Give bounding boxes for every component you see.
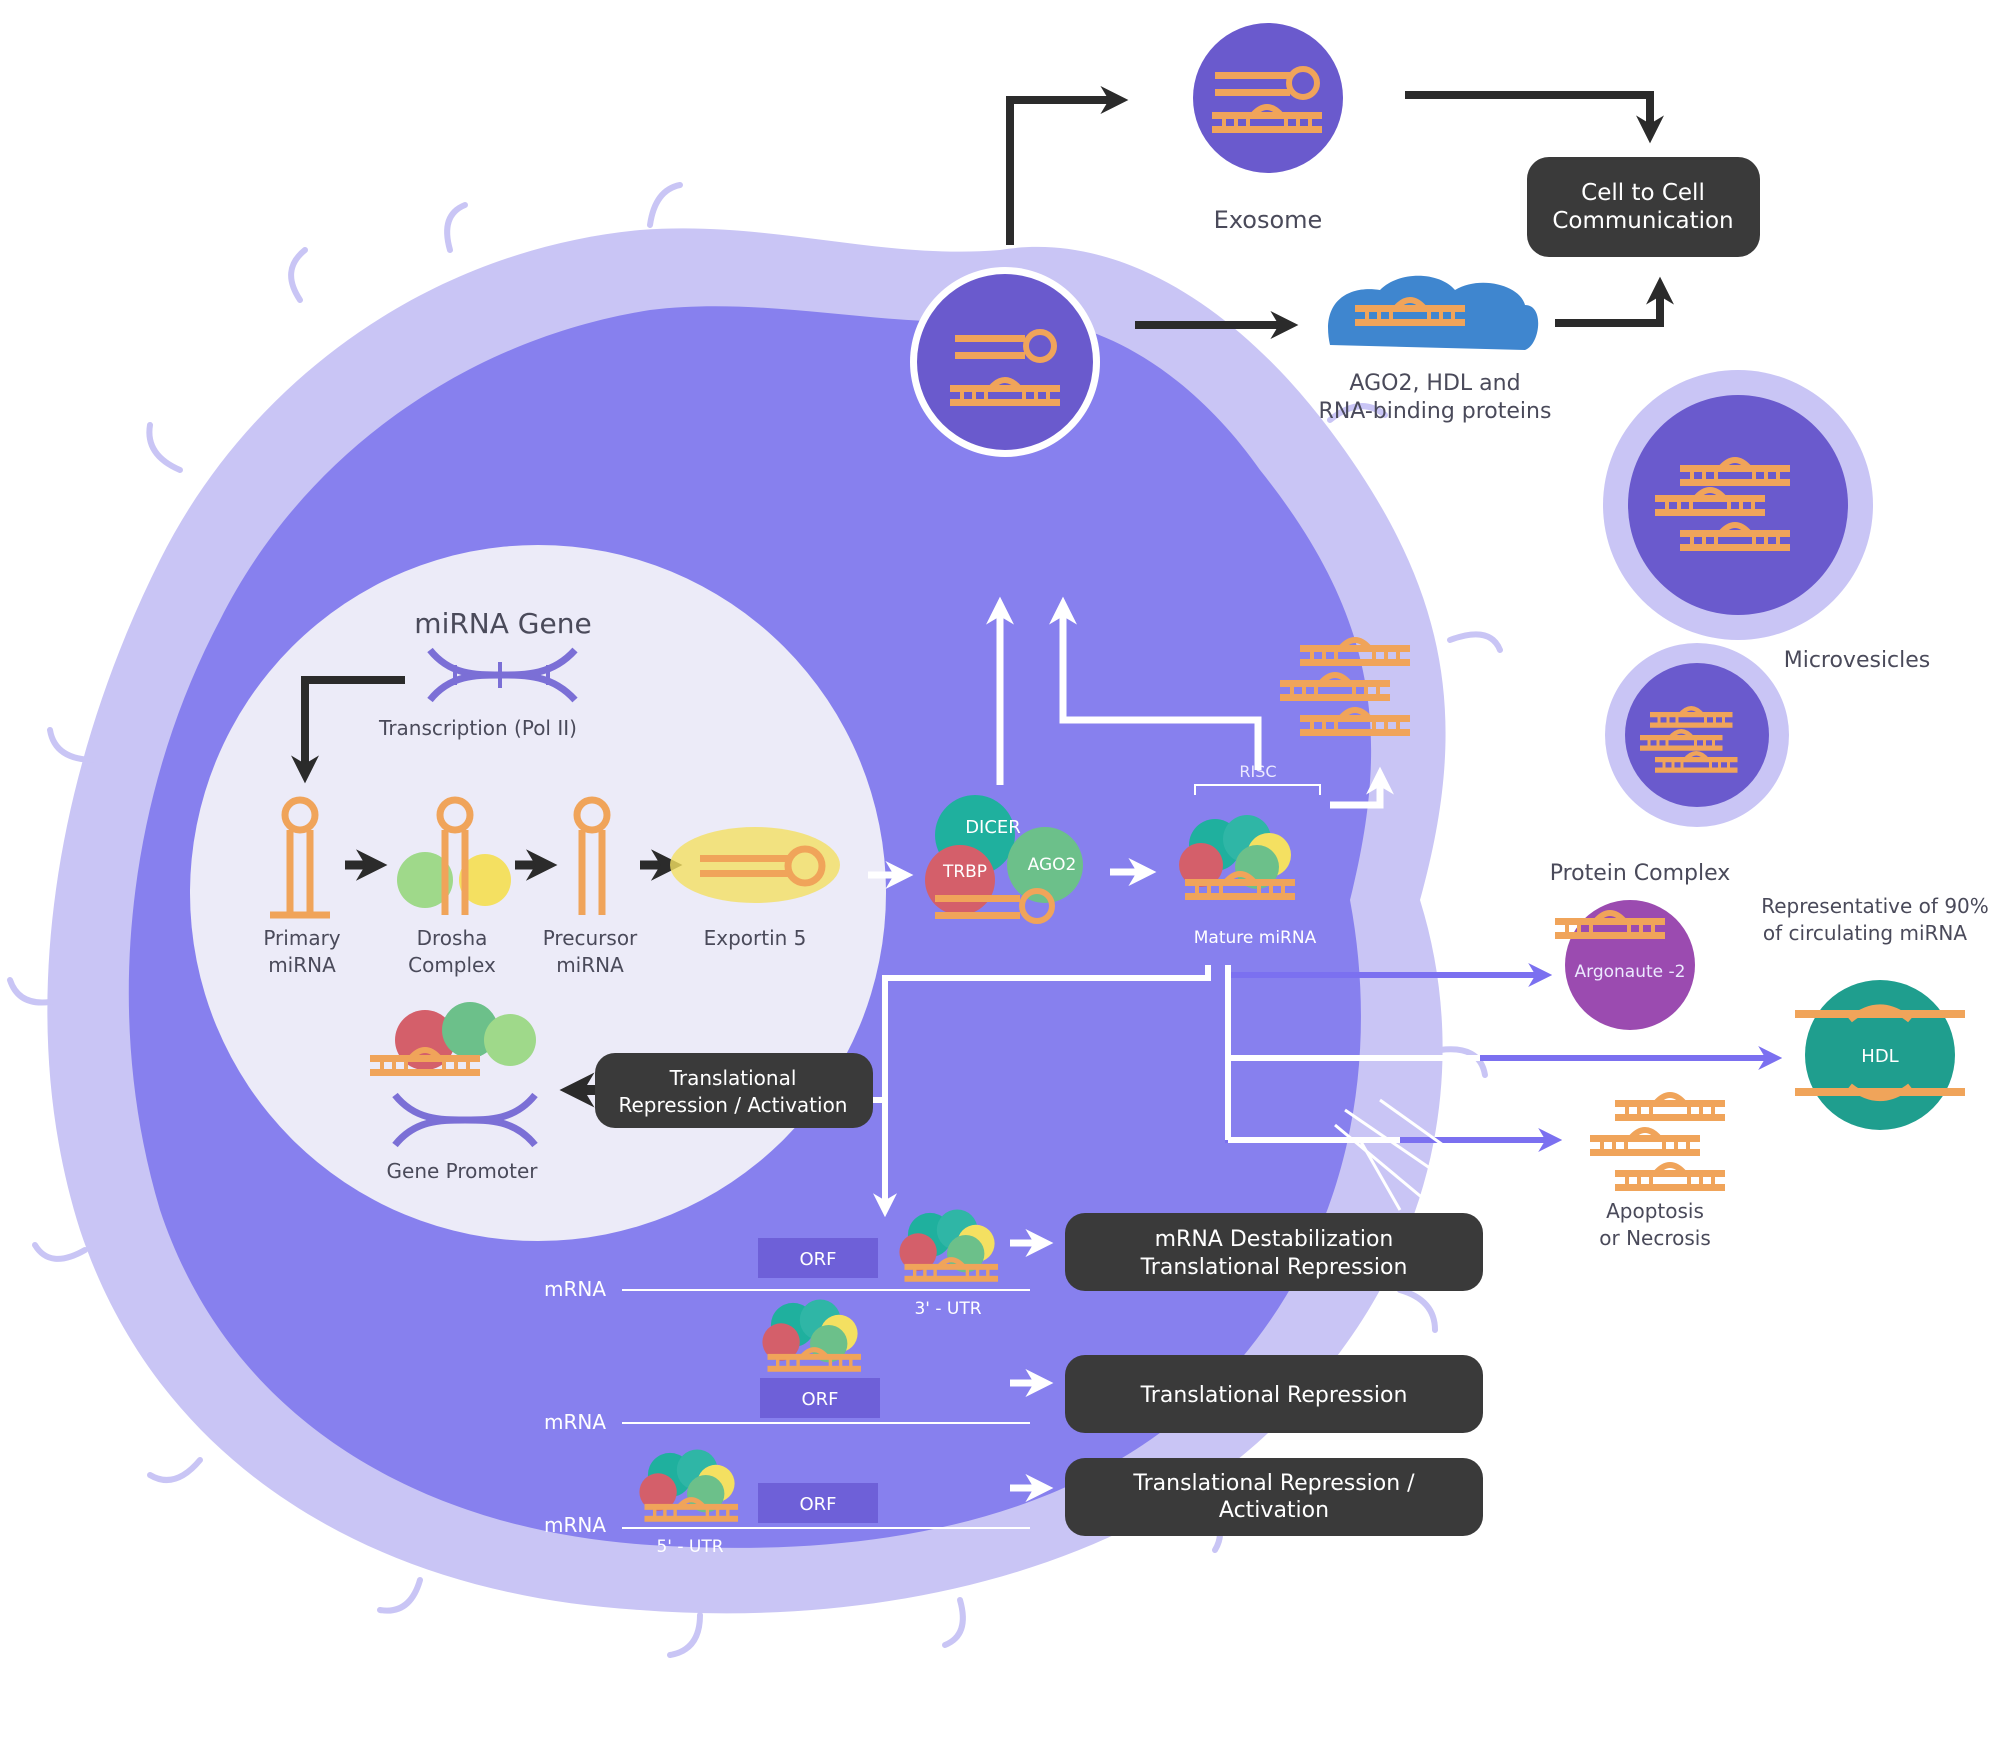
- microvesicle-large: [1603, 370, 1873, 640]
- exosome-label: Exosome: [1214, 206, 1323, 234]
- transcription-label: Transcription (Pol II): [378, 716, 577, 740]
- orf-label-3: ORF: [799, 1494, 836, 1515]
- arrow-to-exosome: [1006, 86, 1129, 245]
- microvesicles-label: Microvesicles: [1784, 648, 1931, 673]
- precursor-label-1: Precursor: [543, 926, 638, 950]
- arrow-risc-up: [1049, 596, 1262, 770]
- dna-icon: [427, 647, 578, 703]
- primary-label-1: Primary: [263, 926, 340, 950]
- budding-vesicle: [910, 267, 1100, 457]
- hdl-particle: [1795, 980, 1965, 1130]
- mrna-label-2: mRNA: [544, 1410, 606, 1434]
- arrow-protein-to-cell: [1555, 276, 1674, 327]
- dicer-complex: DICER TRBP AGO2: [925, 795, 1083, 924]
- argonaute-complex: [1555, 900, 1695, 1030]
- mrna-row-1: ORF mRNA 3' - UTR mRNA Destabilization T…: [544, 1210, 1483, 1319]
- trans-ra-line2: Repression / Activation: [619, 1093, 848, 1117]
- white-distribution-lines: [1225, 965, 1480, 1143]
- argonaute-label: Argonaute -2: [1575, 962, 1686, 982]
- transcription-arrow: [291, 676, 405, 784]
- precursor-mirna-icon: [573, 796, 611, 915]
- nucleus: miRNA Gene Transcription (Pol II) Primar…: [190, 545, 886, 1241]
- gene-promoter-dna-icon: [392, 1092, 538, 1148]
- cell-to-cell-line1: Cell to Cell: [1581, 180, 1705, 206]
- box2-line1: Translational Repression: [1140, 1383, 1408, 1408]
- primary-mirna-icon: [270, 796, 330, 919]
- gene-promoter-complex-icon: [370, 1002, 536, 1076]
- apoptosis-line2: or Necrosis: [1599, 1226, 1711, 1250]
- drosha-complex-icon: [397, 796, 511, 915]
- box1-line1: mRNA Destabilization: [1155, 1227, 1394, 1252]
- apoptosis-line1: Apoptosis: [1606, 1199, 1704, 1223]
- ago2-label: AGO2: [1028, 855, 1077, 875]
- mrna-row-2: ORF mRNA Translational Repression: [544, 1300, 1483, 1434]
- precursor-label-2: miRNA: [556, 953, 624, 977]
- utr3-label: 3' - UTR: [914, 1299, 981, 1319]
- dicer-label: DICER: [965, 817, 1021, 838]
- primary-label-2: miRNA: [268, 953, 336, 977]
- mature-distribution-line: [873, 965, 1211, 1218]
- risc-label: RISC: [1239, 762, 1276, 781]
- mrna-label-1: mRNA: [544, 1277, 606, 1301]
- exosome: [1193, 23, 1343, 173]
- representative-line2: of circulating miRNA: [1763, 921, 1967, 945]
- drosha-label-1: Drosha: [417, 926, 488, 950]
- gene-promoter-label: Gene Promoter: [387, 1159, 539, 1183]
- microvesicle-small: [1605, 643, 1789, 827]
- orf-label-2: ORF: [801, 1389, 838, 1410]
- mature-mirna-label: Mature miRNA: [1194, 928, 1317, 948]
- protein-complex-label: Protein Complex: [1550, 861, 1731, 886]
- ago2-hdl-line2: RNA-binding proteins: [1319, 399, 1552, 424]
- arrow-to-argonaute: [1225, 963, 1553, 987]
- ago2-hdl-line1: AGO2, HDL and: [1349, 371, 1520, 396]
- cell-to-cell-line2: Communication: [1552, 208, 1733, 234]
- box3-line1: Translational Repression /: [1132, 1471, 1415, 1496]
- trbp-label: TRBP: [942, 862, 987, 882]
- gene-title: miRNA Gene: [414, 607, 591, 640]
- ago2-hdl-protein: [1328, 275, 1539, 350]
- box3-line2: Activation: [1219, 1498, 1329, 1523]
- exportin-icon: [670, 827, 840, 903]
- mrna-row-3: ORF mRNA 5' - UTR Translational Repressi…: [544, 1450, 1483, 1557]
- utr5-label: 5' - UTR: [656, 1537, 723, 1557]
- representative-line1: Representative of 90%: [1761, 894, 1989, 918]
- risc-bracket: [1194, 784, 1321, 795]
- mrna-label-3: mRNA: [544, 1513, 606, 1537]
- apoptosis-duplexes: [1590, 1095, 1725, 1191]
- trans-repression-activation-box: Translational Repression / Activation: [559, 1053, 873, 1128]
- membrane-rupture: [1334, 1098, 1451, 1211]
- cell-to-cell-box: [1527, 157, 1760, 257]
- orf-label-1: ORF: [799, 1249, 836, 1270]
- drosha-label-2: Complex: [408, 953, 496, 977]
- arrow-risc-right-up: [1330, 766, 1394, 809]
- exportin-label: Exportin 5: [704, 926, 807, 950]
- trans-ra-line1: Translational: [669, 1066, 797, 1090]
- box1-line2: Translational Repression: [1140, 1255, 1408, 1280]
- arrow-exosome-to-cell: [1405, 91, 1664, 144]
- hdl-label: HDL: [1861, 1046, 1898, 1067]
